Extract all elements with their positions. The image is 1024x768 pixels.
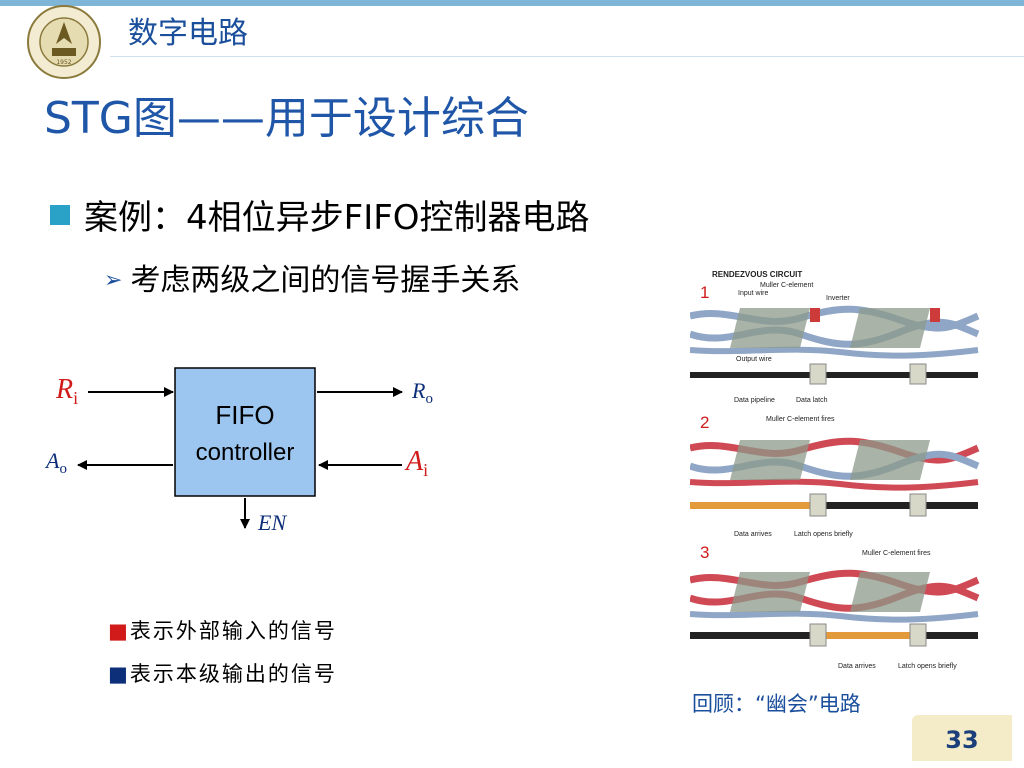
legend-red-square-icon: ■ xyxy=(108,619,130,643)
svg-text:Muller C-element fires: Muller C-element fires xyxy=(766,416,835,423)
signal-ro: Ro xyxy=(411,378,433,407)
top-accent-bar xyxy=(0,0,1024,6)
svg-text:Muller C-element: Muller C-element xyxy=(760,282,813,289)
panel-3: 3 Muller C-element fires Data arrives La… xyxy=(690,543,980,670)
bullet-level1: 案例：4相位异步FIFO控制器电路 xyxy=(50,190,590,239)
legend-blue-square-icon: ■ xyxy=(108,662,130,686)
panel-number-1: 1 xyxy=(700,283,709,302)
bullet-level2: ➢ 考虑两级之间的信号握手关系 xyxy=(104,255,520,299)
legend-external-input-text: 表示外部输入的信号 xyxy=(129,619,337,643)
slide-title: STG图——用于设计综合 xyxy=(44,93,529,144)
fifo-box-line1: FIFO xyxy=(215,400,274,430)
arrow-bullet-icon: ➢ xyxy=(104,268,123,293)
panel-1: 1 Muller C-element Input wire Inverter O… xyxy=(690,282,980,404)
svg-text:Data pipeline: Data pipeline xyxy=(734,397,775,404)
header-divider xyxy=(110,56,1024,57)
svg-text:Latch opens briefly: Latch opens briefly xyxy=(794,531,853,538)
panel-number-3: 3 xyxy=(700,543,709,562)
fifo-controller-box xyxy=(174,367,316,497)
university-logo: 1952 xyxy=(27,5,101,79)
svg-text:Latch opens briefly: Latch opens briefly xyxy=(898,663,957,670)
bullet-level2-text: 考虑两级之间的信号握手关系 xyxy=(130,263,521,298)
course-title: 数字电路 xyxy=(128,16,248,51)
svg-text:Inverter: Inverter xyxy=(826,295,850,302)
figure-header: RENDEZVOUS CIRCUIT xyxy=(712,270,802,279)
page-number: 33 xyxy=(912,715,1012,761)
figure-caption: 回顾：“幽会”电路 xyxy=(692,692,861,716)
svg-text:Data latch: Data latch xyxy=(796,397,828,404)
rendezvous-circuit-figure: RENDEZVOUS CIRCUIT 1 Muller C-element In… xyxy=(690,270,980,670)
signal-en: EN xyxy=(257,510,287,535)
signal-ai: Ai xyxy=(404,446,428,480)
legend-local-output: ■表示本级输出的信号 xyxy=(108,658,337,688)
signal-ao: Ao xyxy=(44,448,67,477)
svg-text:Muller C-element fires: Muller C-element fires xyxy=(862,550,931,557)
panel-2: 2 Muller C-element fires Data arrives La… xyxy=(690,413,980,538)
legend-external-input: ■表示外部输入的信号 xyxy=(108,615,337,645)
svg-text:Data arrives: Data arrives xyxy=(734,531,772,538)
legend-local-output-text: 表示本级输出的信号 xyxy=(129,662,337,686)
panel-number-2: 2 xyxy=(700,413,709,432)
svg-text:1952: 1952 xyxy=(56,59,71,66)
bullet-square-icon xyxy=(50,205,70,225)
bullet-level1-text: 案例：4相位异步FIFO控制器电路 xyxy=(84,198,590,238)
svg-text:Output wire: Output wire xyxy=(736,356,772,363)
svg-text:Data arrives: Data arrives xyxy=(838,663,876,670)
fifo-box-line2: controller xyxy=(196,439,295,466)
svg-text:Input wire: Input wire xyxy=(738,290,768,297)
signal-ri: Ri xyxy=(55,374,78,408)
